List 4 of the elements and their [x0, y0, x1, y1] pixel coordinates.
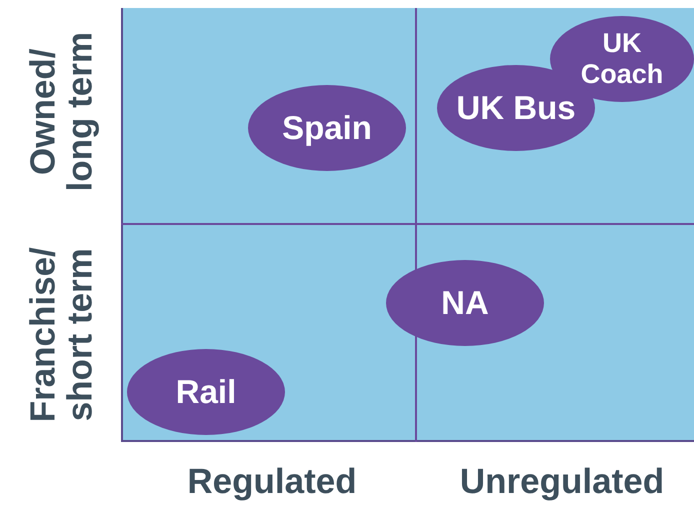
axis-label: Regulated — [187, 464, 357, 500]
axis-label: Unregulated — [460, 464, 664, 500]
axis-label: Owned/ long term — [25, 31, 99, 194]
axis-label: Franchise/ short term — [25, 246, 99, 425]
